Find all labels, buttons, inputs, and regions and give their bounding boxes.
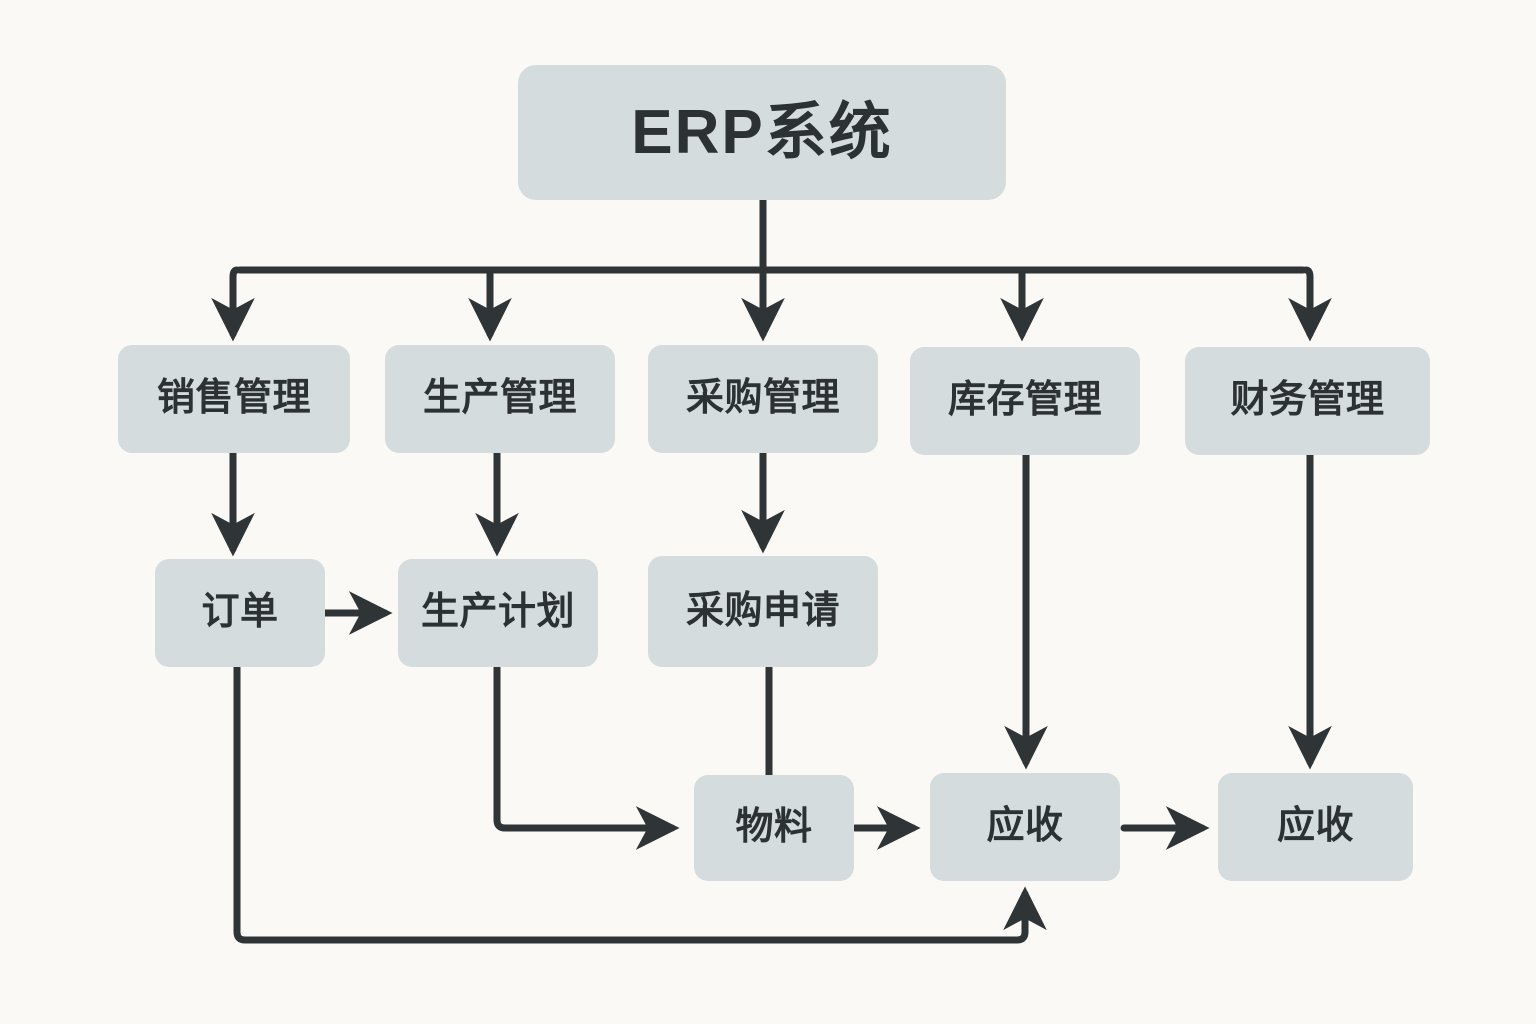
node-sales-management[interactable]: 销售管理 [118,345,350,453]
node-finance-management[interactable]: 财务管理 [1185,347,1430,455]
node-purchasing-management-label: 采购管理 [685,377,840,420]
node-purchase-request[interactable]: 采购申请 [648,556,878,667]
node-production-plan-label: 生产计划 [420,591,575,634]
node-production-management[interactable]: 生产管理 [385,345,615,453]
edge-root-to-finance [1288,266,1332,342]
node-receivable-2-label: 应收 [1276,805,1354,848]
node-finance-management-label: 财务管理 [1230,379,1385,422]
node-receivable-1[interactable]: 应收 [930,773,1120,881]
node-order-label: 订单 [201,591,279,634]
node-production-management-label: 生产管理 [422,377,577,420]
node-receivable-2[interactable]: 应收 [1218,773,1413,881]
node-purchase-request-label: 采购申请 [685,589,840,632]
edge-plan-to-material [493,663,680,850]
node-material[interactable]: 物料 [694,775,854,881]
edge-root-to-sales [211,266,255,342]
node-production-plan[interactable]: 生产计划 [398,559,598,667]
node-inventory-management-label: 库存管理 [947,379,1102,422]
node-inventory-management[interactable]: 库存管理 [910,347,1140,455]
node-receivable-1-label: 应收 [986,805,1064,848]
node-purchasing-management[interactable]: 采购管理 [648,345,878,453]
node-material-label: 物料 [735,806,813,849]
node-erp-system-label: ERP系统 [631,97,893,167]
node-sales-management-label: 销售管理 [156,377,311,420]
edge-order-to-receivable-1-loop [233,663,1047,944]
node-order[interactable]: 订单 [155,559,325,667]
node-erp-system[interactable]: ERP系统 [518,65,1006,200]
